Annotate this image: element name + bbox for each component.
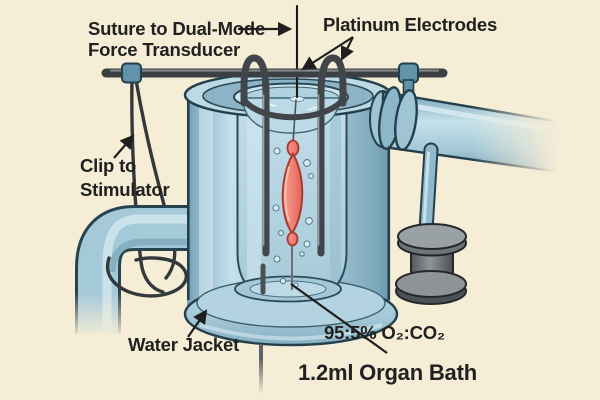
tube-ring-collars: [377, 86, 418, 151]
organ-bath-leader-line: [290, 283, 388, 354]
tissue-sample: [281, 139, 304, 290]
platinum-electrodes-label: Platinum Electrodes: [323, 14, 497, 35]
gas-bubbles-lower: [273, 251, 305, 288]
electrode-loop: [241, 97, 346, 121]
electrode-arrow-right: [341, 36, 354, 61]
tissue-knot-bottom: [286, 231, 299, 247]
suture-label-line1: Suture to Dual-Mode: [88, 18, 265, 39]
clip-label-line2: Stimulator: [80, 179, 169, 200]
fade-right: [472, 84, 600, 196]
organ-bath-label: 1.2ml Organ Bath: [298, 360, 477, 385]
gas-mixture-label: 95:5% O₂:CO₂: [324, 322, 445, 343]
clip-arrow: [113, 134, 135, 159]
platinum-electrodes: [240, 54, 347, 257]
gas-bubbles-upper: [272, 147, 314, 248]
suture-thread: [292, 4, 299, 144]
water-jacket-label: Water Jacket: [128, 334, 239, 355]
suture-label-line2: Force Transducer: [88, 39, 240, 60]
gas-inlet-tube: [418, 142, 439, 238]
electrode-arrow-left: [301, 36, 354, 71]
platinum-electrode-right: [317, 54, 347, 257]
stimulator-wire-loop: [105, 256, 188, 298]
bath-floor: [234, 263, 342, 303]
fade-pipe-bottom: [66, 292, 130, 346]
fade-stem-bottom: [247, 358, 275, 400]
platinum-electrode-left: [240, 54, 270, 257]
valve-spool: [395, 223, 467, 305]
clip-label-line1: Clip to: [80, 155, 136, 176]
rod-clamp-left: [121, 62, 142, 84]
water-jacket-arrow: [187, 309, 208, 338]
